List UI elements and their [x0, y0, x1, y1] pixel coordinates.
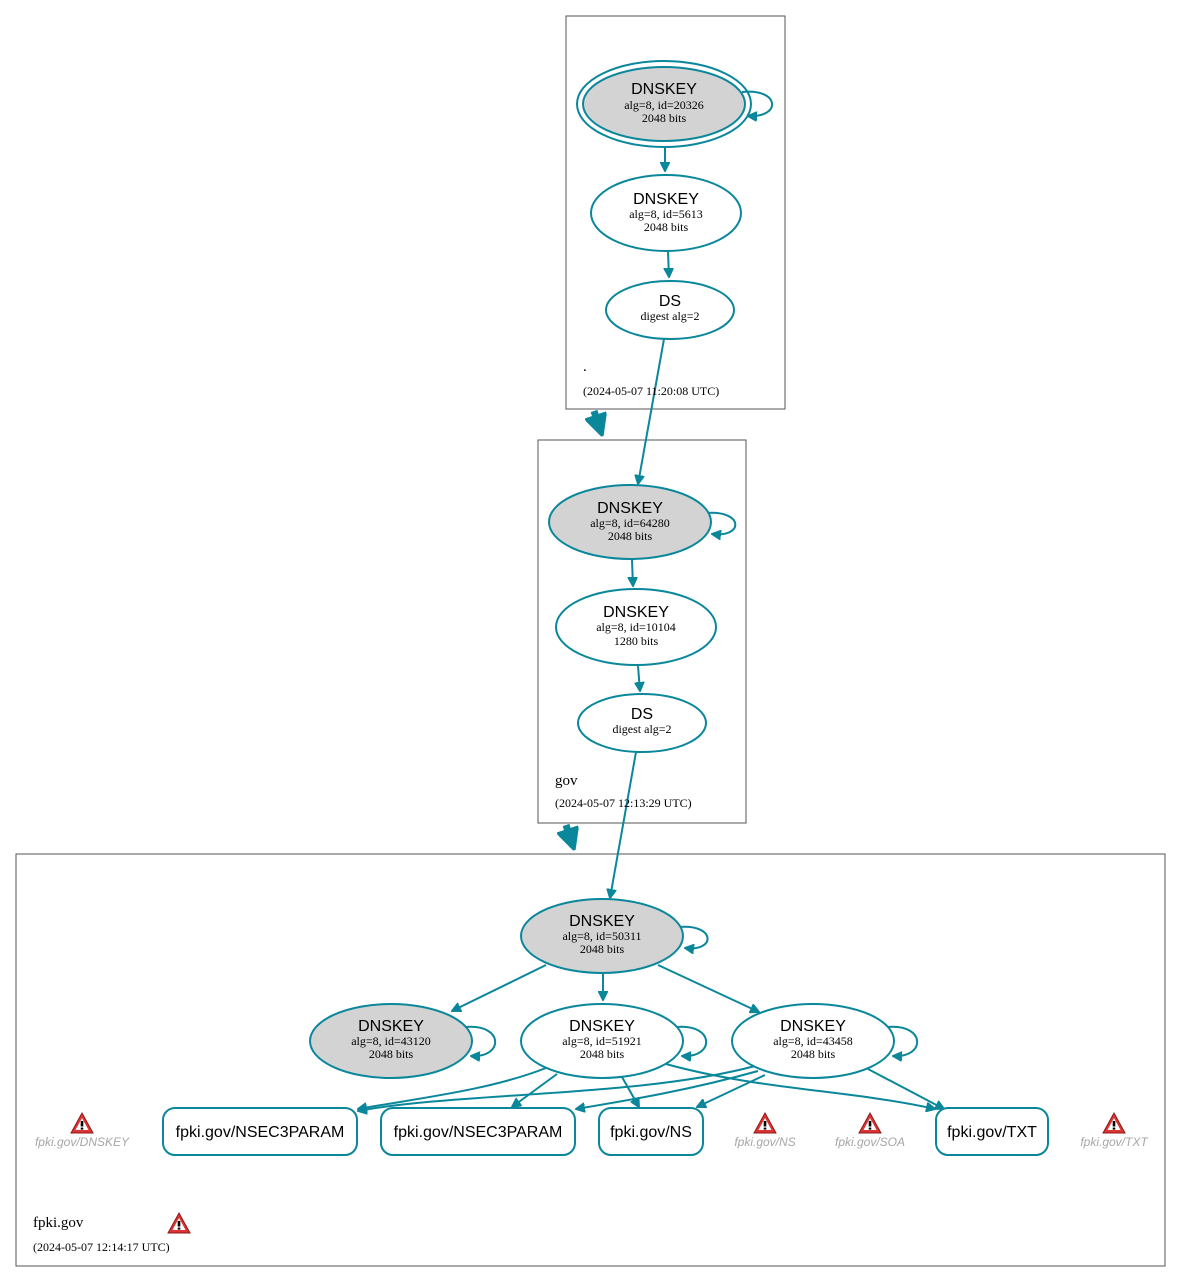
- node-gov-ksk[interactable]: DNSKEY alg=8, id=64280 2048 bits: [548, 484, 712, 560]
- rrset-label: fpki.gov/TXT: [947, 1124, 1037, 1141]
- node-type: DNSKEY: [358, 1018, 424, 1035]
- node-key-id: alg=8, id=43458: [773, 1034, 853, 1048]
- missing-label: fpki.gov/DNSKEY: [35, 1135, 130, 1149]
- delegation-arrow-root-gov: [594, 409, 601, 432]
- node-key-size: 1280 bits: [614, 634, 659, 648]
- node-fpki-k2[interactable]: DNSKEY alg=8, id=51921 2048 bits: [520, 1003, 684, 1079]
- edge-k3-nsec3param-1: [358, 1065, 756, 1111]
- node-key-id: alg=8, id=10104: [596, 620, 676, 634]
- node-root-zsk[interactable]: DNSKEY alg=8, id=5613 2048 bits: [590, 174, 742, 252]
- edge-k2-nsec3param-1: [358, 1067, 547, 1109]
- rrset-label: fpki.gov/NS: [610, 1124, 692, 1141]
- edge-k3-nsec3param-2: [576, 1070, 759, 1109]
- zone-box-fpki: [15, 853, 1166, 1267]
- node-root-ds[interactable]: DS digest alg=2: [605, 280, 735, 340]
- edge-k2-txt: [665, 1063, 935, 1109]
- zone-name-gov: gov: [555, 773, 578, 789]
- edge-k2-ns: [621, 1076, 639, 1107]
- node-fpki-k1[interactable]: DNSKEY alg=8, id=43120 2048 bits: [309, 1003, 473, 1079]
- edge-k2-nsec3param-2: [512, 1073, 558, 1107]
- missing-label: fpki.gov/SOA: [835, 1135, 905, 1149]
- edge-gov-ksk-zsk: [632, 559, 633, 586]
- node-type: DNSKEY: [603, 604, 669, 621]
- zone-box-root: [565, 15, 786, 410]
- node-key-id: alg=8, id=5613: [629, 207, 703, 221]
- delegation-arrow-gov-fpki: [566, 823, 573, 846]
- loop-root-ksk: [741, 90, 774, 116]
- node-key-id: alg=8, id=20326: [624, 98, 704, 112]
- edge-gov-zsk-ds: [638, 665, 640, 691]
- rrset-nsec3param-1[interactable]: fpki.gov/NSEC3PARAM: [162, 1107, 358, 1156]
- edge-gov-ds-fpki-ksk: [610, 751, 637, 898]
- node-key-size: 2048 bits: [644, 220, 689, 234]
- edge-fpki-ksk-k3: [657, 964, 759, 1012]
- node-digest: digest alg=2: [612, 722, 671, 736]
- rrset-nsec3param-2[interactable]: fpki.gov/NSEC3PARAM: [380, 1107, 576, 1156]
- node-key-id: alg=8, id=50311: [562, 929, 641, 943]
- node-type: DNSKEY: [569, 913, 635, 930]
- warning-icon: [753, 1112, 777, 1134]
- rrset-txt[interactable]: fpki.gov/TXT: [935, 1107, 1049, 1156]
- node-fpki-k3[interactable]: DNSKEY alg=8, id=43458 2048 bits: [731, 1003, 895, 1079]
- node-digest: digest alg=2: [640, 309, 699, 323]
- node-key-size: 2048 bits: [791, 1047, 836, 1061]
- node-type: DNSKEY: [569, 1018, 635, 1035]
- node-gov-zsk[interactable]: DNSKEY alg=8, id=10104 1280 bits: [555, 588, 717, 666]
- node-type: DNSKEY: [631, 81, 697, 98]
- edge-fpki-ksk-k1: [452, 964, 547, 1011]
- missing-dnskey[interactable]: fpki.gov/DNSKEY: [35, 1112, 130, 1149]
- loop-fpki-k2: [676, 1025, 708, 1056]
- rrset-label: fpki.gov/NSEC3PARAM: [394, 1124, 563, 1141]
- zone-timestamp-gov: (2024-05-07 12:13:29 UTC): [555, 796, 692, 810]
- loop-fpki-k1: [465, 1025, 497, 1056]
- node-key-id: alg=8, id=64280: [590, 516, 670, 530]
- missing-soa[interactable]: fpki.gov/SOA: [835, 1112, 905, 1149]
- node-gov-ds[interactable]: DS digest alg=2: [577, 693, 707, 753]
- edge-k3-txt: [867, 1068, 944, 1109]
- node-type: DNSKEY: [633, 191, 699, 208]
- node-fpki-ksk[interactable]: DNSKEY alg=8, id=50311 2048 bits: [520, 898, 684, 974]
- zone-box-gov: [537, 439, 747, 824]
- zone-name-fpki: fpki.gov: [33, 1215, 84, 1231]
- warning-icon: [858, 1112, 882, 1134]
- node-key-size: 2048 bits: [580, 1047, 625, 1061]
- node-root-ksk[interactable]: DNSKEY alg=8, id=20326 2048 bits: [576, 60, 752, 148]
- missing-label: fpki.gov/NS: [734, 1135, 795, 1149]
- missing-txt[interactable]: fpki.gov/TXT: [1080, 1112, 1149, 1149]
- edge-root-zsk-ds: [668, 251, 669, 277]
- warning-icon: [70, 1112, 94, 1134]
- loop-fpki-ksk: [678, 925, 709, 949]
- node-key-size: 2048 bits: [580, 942, 625, 956]
- zone-timestamp-fpki: (2024-05-07 12:14:17 UTC): [33, 1240, 170, 1254]
- node-key-size: 2048 bits: [642, 111, 687, 125]
- zone-timestamp-root: (2024-05-07 11:20:08 UTC): [583, 384, 719, 398]
- node-type: DS: [631, 706, 653, 723]
- loop-gov-ksk: [705, 511, 737, 535]
- missing-ns[interactable]: fpki.gov/NS: [734, 1112, 796, 1149]
- edge-root-ds-gov-ksk: [638, 338, 665, 484]
- node-key-id: alg=8, id=51921: [562, 1034, 642, 1048]
- rrset-label: fpki.gov/NSEC3PARAM: [176, 1124, 345, 1141]
- warning-icon: [1102, 1112, 1126, 1134]
- node-key-size: 2048 bits: [608, 529, 653, 543]
- node-key-size: 2048 bits: [369, 1047, 414, 1061]
- node-key-id: alg=8, id=43120: [351, 1034, 431, 1048]
- missing-label: fpki.gov/TXT: [1080, 1135, 1149, 1149]
- node-type: DS: [659, 293, 681, 310]
- edge-k3-ns: [697, 1074, 766, 1107]
- zone-warning-icon[interactable]: [167, 1212, 191, 1234]
- zone-name-root: .: [583, 359, 587, 375]
- node-type: DNSKEY: [780, 1018, 846, 1035]
- loop-fpki-k3: [887, 1025, 919, 1056]
- node-type: DNSKEY: [597, 500, 663, 517]
- rrset-ns[interactable]: fpki.gov/NS: [598, 1107, 704, 1156]
